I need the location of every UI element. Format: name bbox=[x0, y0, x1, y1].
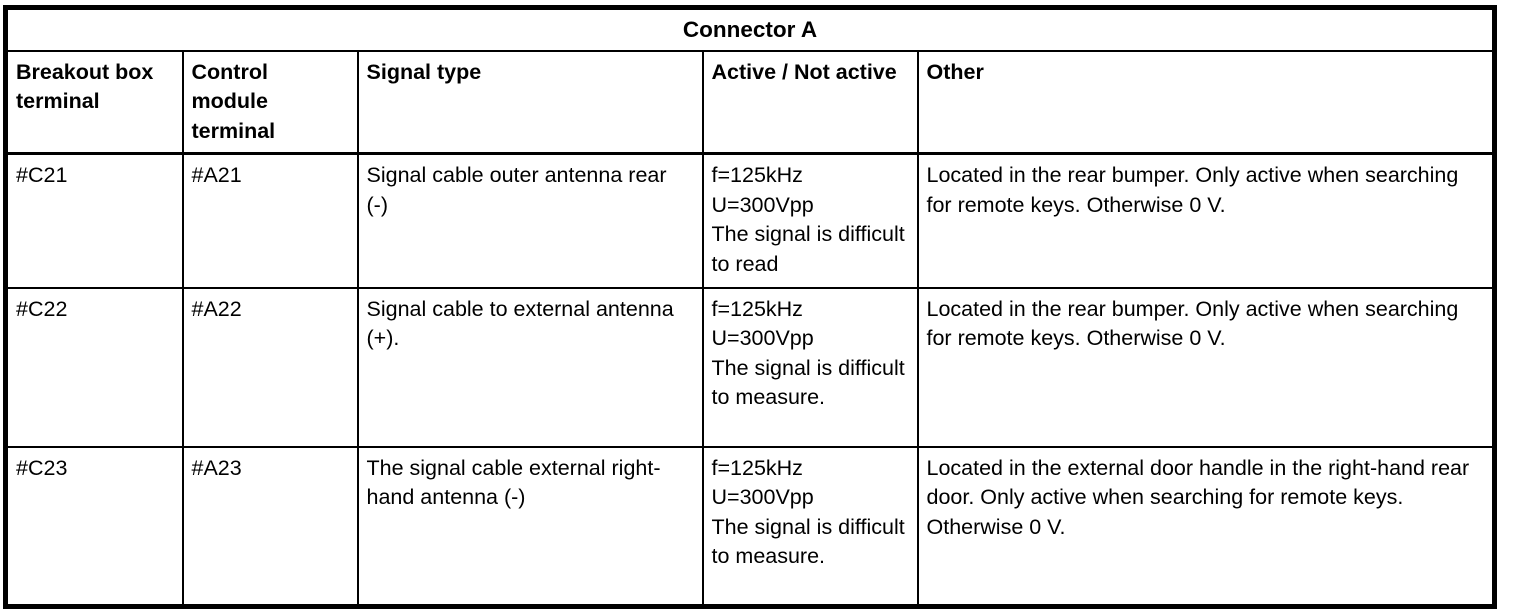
cell-other: Located in the rear bumper. Only active … bbox=[916, 153, 1495, 289]
cell-active-not-active: f=125kHz U=300Vpp The signal is difficul… bbox=[701, 153, 919, 289]
column-header-signal-type: Signal type bbox=[356, 50, 704, 156]
cell-signal-type: Signal cable to external antenna (+). bbox=[356, 287, 704, 448]
cell-active-not-active: f=125kHz U=300Vpp The signal is difficul… bbox=[701, 287, 919, 448]
cell-other: Located in the rear bumper. Only active … bbox=[916, 287, 1495, 448]
table-row: #C22 #A22 Signal cable to external anten… bbox=[5, 287, 1495, 448]
table-row: #C23 #A23 The signal cable external righ… bbox=[5, 446, 1495, 607]
table-row: #C21 #A21 Signal cable outer antenna rea… bbox=[5, 153, 1495, 289]
column-header-control-module-terminal: Control module terminal bbox=[181, 50, 359, 156]
cell-control-module-terminal: #A22 bbox=[181, 287, 359, 448]
cell-breakout-box-terminal: #C21 bbox=[5, 153, 184, 289]
cell-control-module-terminal: #A23 bbox=[181, 446, 359, 607]
column-header-breakout-box-terminal: Breakout box terminal bbox=[5, 50, 184, 156]
cell-breakout-box-terminal: #C23 bbox=[5, 446, 184, 607]
cell-signal-type: The signal cable external right-hand ant… bbox=[356, 446, 704, 607]
cell-other: Located in the external door handle in t… bbox=[916, 446, 1495, 607]
cell-control-module-terminal: #A21 bbox=[181, 153, 359, 289]
cell-breakout-box-terminal: #C22 bbox=[5, 287, 184, 448]
cell-signal-type: Signal cable outer antenna rear (-) bbox=[356, 153, 704, 289]
connector-table-container: Connector A Breakout box terminal Contro… bbox=[3, 5, 1498, 610]
table-title: Connector A bbox=[5, 7, 1495, 52]
table-header-row: Breakout box terminal Control module ter… bbox=[5, 50, 1495, 156]
connector-a-table: Connector A Breakout box terminal Contro… bbox=[3, 5, 1498, 610]
cell-active-not-active: f=125kHz U=300Vpp The signal is difficul… bbox=[701, 446, 919, 607]
column-header-active-not-active: Active / Not active bbox=[701, 50, 919, 156]
table-title-row: Connector A bbox=[5, 7, 1495, 52]
column-header-other: Other bbox=[916, 50, 1495, 156]
